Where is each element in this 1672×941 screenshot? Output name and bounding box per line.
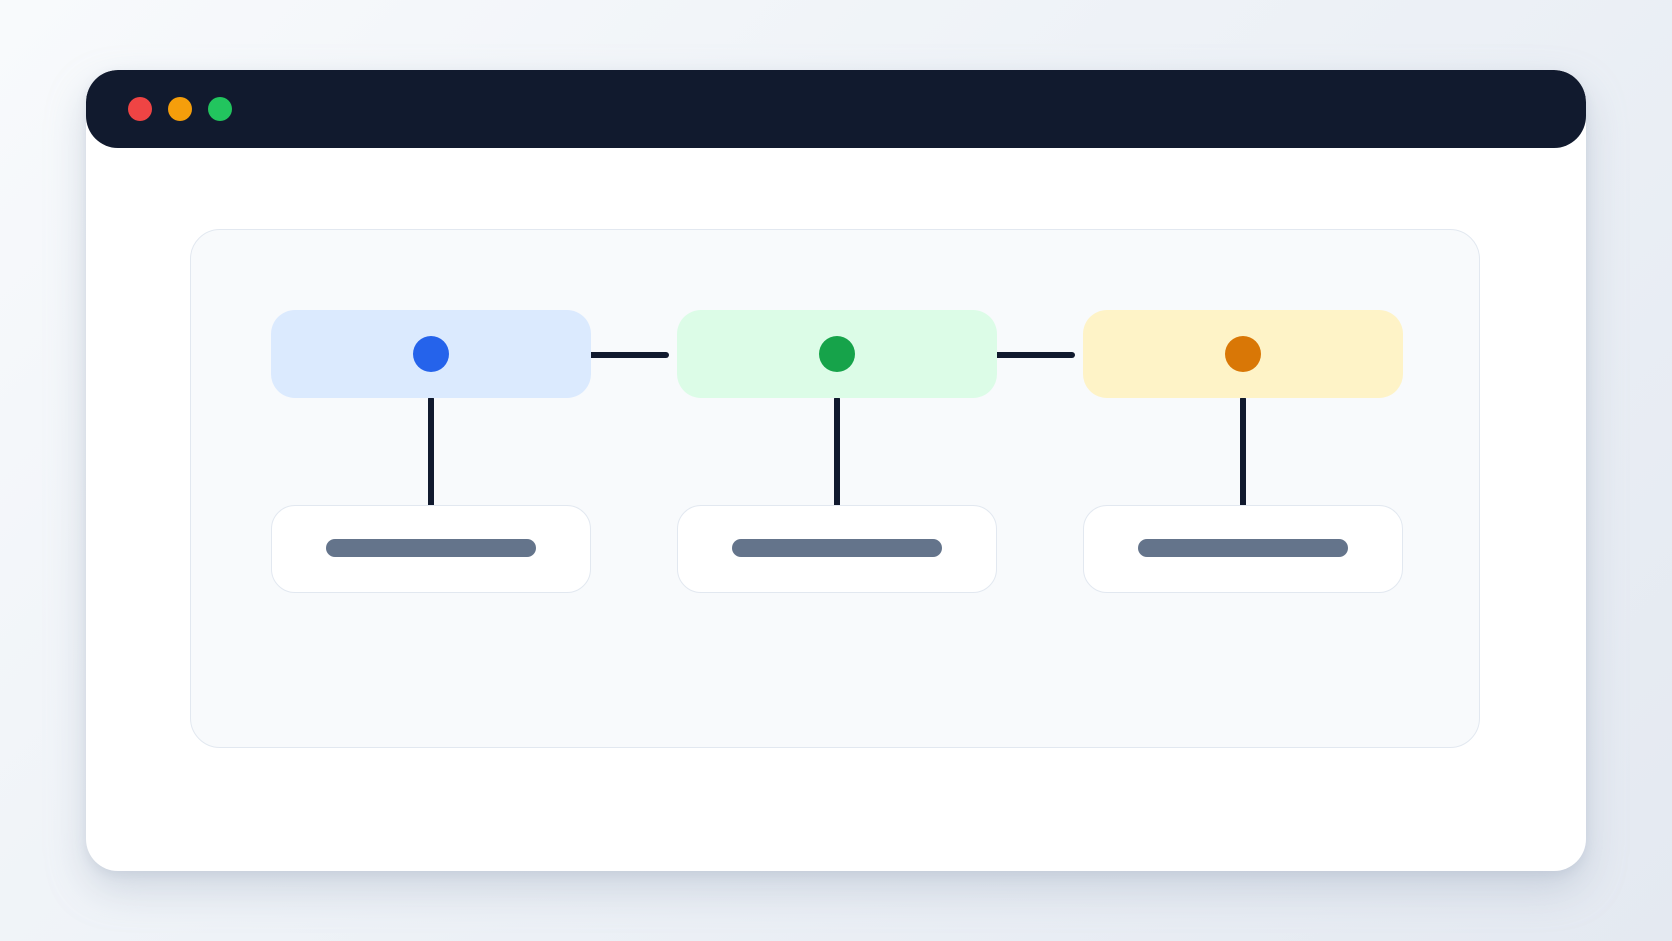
title-bar — [86, 70, 1586, 148]
connector-stage-2-down — [834, 396, 840, 508]
stage-3-dot-icon — [1225, 336, 1261, 372]
stage-node-3 — [1083, 310, 1403, 398]
close-button[interactable] — [128, 97, 152, 121]
connector-stage-1-to-2 — [583, 352, 669, 358]
detail-card-1 — [271, 505, 591, 593]
detail-card-3 — [1083, 505, 1403, 593]
connector-stage-2-to-3 — [989, 352, 1075, 358]
text-placeholder-bar — [1138, 539, 1348, 557]
stage-node-2 — [677, 310, 997, 398]
detail-card-2 — [677, 505, 997, 593]
maximize-button[interactable] — [208, 97, 232, 121]
text-placeholder-bar — [732, 539, 942, 557]
stage-2-dot-icon — [819, 336, 855, 372]
connector-stage-1-down — [428, 396, 434, 508]
stage-1-dot-icon — [413, 336, 449, 372]
connector-stage-3-down — [1240, 396, 1246, 508]
stage-node-1 — [271, 310, 591, 398]
text-placeholder-bar — [326, 539, 536, 557]
diagram-canvas — [190, 229, 1480, 748]
minimize-button[interactable] — [168, 97, 192, 121]
app-window — [86, 70, 1586, 871]
